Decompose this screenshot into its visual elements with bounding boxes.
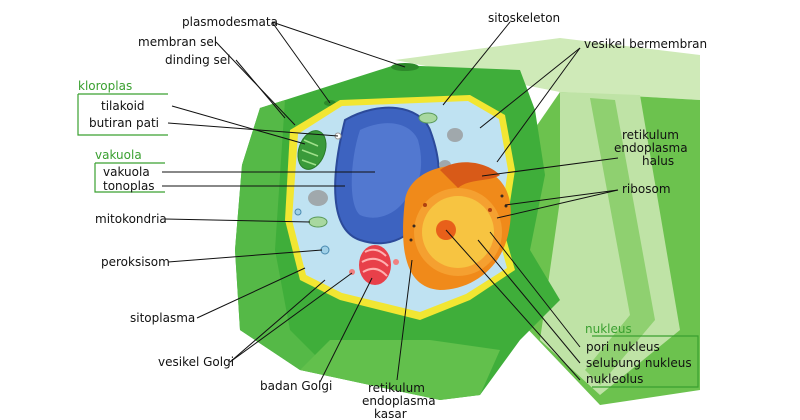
label-membran-sel: membran sel [138,35,217,49]
mitochondrion [308,216,328,228]
label-dinding-sel: dinding sel [165,53,231,67]
vakuola-bracket [94,162,165,193]
label-vakuola-group: vakuola [95,148,142,162]
label-re-halus-2: endoplasma [614,141,688,155]
cell-wall-right-stripe [585,98,655,385]
label-re-halus-1: retikulum [622,128,679,142]
label-peroksisom: peroksisom [101,255,170,269]
cell-wall-top-face [395,38,700,100]
peroxisome [320,245,330,255]
label-kloroplas: kloroplas [78,79,132,93]
label-mitokondria: mitokondria [95,212,167,226]
golgi-vesicle-2 [393,259,399,265]
label-selubung-nukleus: selubung nukleus [586,356,692,370]
label-butiran-pati: butiran pati [89,116,159,130]
nuclear-pore [423,203,427,207]
leader-lines [162,21,619,383]
label-nukleolus: nukleolus [586,372,643,386]
grey-vesicle [308,190,328,206]
label-vesikel-golgi: vesikel Golgi [158,355,234,369]
ribosome-dot [500,194,504,198]
grey-vesicle-2 [447,128,463,142]
label-nukleus: nukleus [585,322,632,336]
thylakoid-stripe-3 [301,159,317,166]
nukleus-bracket [592,335,699,388]
label-sitoplasma: sitoplasma [130,311,195,325]
cell-wall-left-face [235,100,330,370]
nucleoplasm [422,196,494,268]
mitochondrion-2 [418,112,438,124]
label-tilakoid: tilakoid [101,99,145,113]
label-ribosom: ribosom [622,182,671,196]
label-vakuola: vakuola [103,165,150,179]
label-sitoskeleton: sitoskeleton [488,11,560,25]
vacuole-highlight [351,123,422,218]
label-vesikel-bermembran: vesikel bermembran [584,37,707,51]
peroxisome-2 [294,208,302,216]
label-badan-golgi: badan Golgi [260,379,332,393]
ribosome-dot-3 [409,238,413,242]
label-re-kasar-1: retikulum [368,381,425,395]
nucleus [403,162,511,290]
ribosome-dot-4 [412,224,416,228]
thylakoid-stripe [303,139,319,147]
cell-wall-bottom-face [300,340,500,400]
smooth-er [440,162,500,188]
label-pori-nukleus: pori nukleus [586,340,660,354]
golgi-apparatus [359,245,391,285]
nuclear-pore-2 [488,208,492,212]
label-re-halus-3: halus [642,154,674,168]
label-plasmodesmata: plasmodesmata [182,15,278,29]
label-re-kasar-3: kasar [374,407,407,420]
label-re-kasar-2: endoplasma [362,394,436,408]
label-tonoplas: tonoplas [103,179,155,193]
kloroplas-bracket [77,93,168,136]
thylakoid-stripe-2 [301,149,319,157]
